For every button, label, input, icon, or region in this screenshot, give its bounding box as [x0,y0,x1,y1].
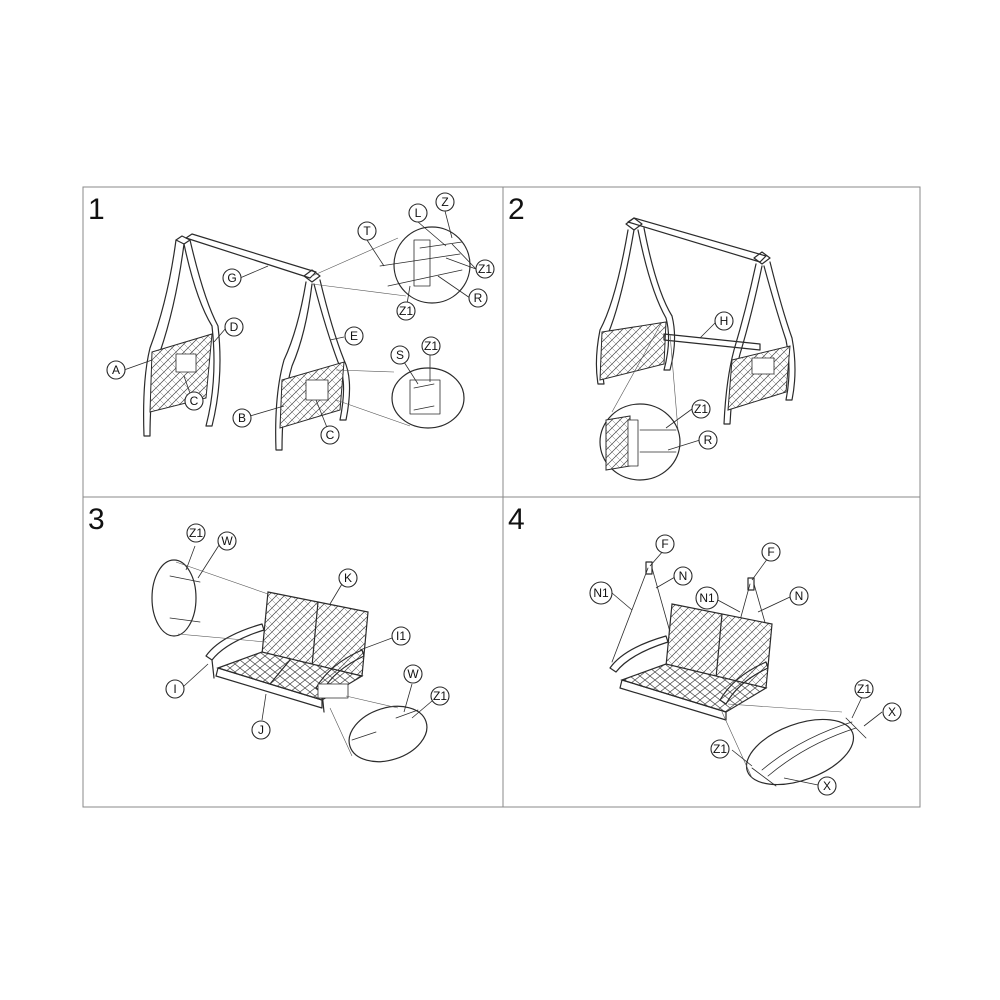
svg-text:G: G [227,271,236,285]
step-number: 2 [508,193,525,226]
callouts: Z L T Z1 R Z1 G D A C E S Z1 B C H Z1 R … [106,192,902,796]
callout-r: R [698,430,718,450]
svg-text:B: B [238,411,246,425]
svg-text:X: X [823,779,831,793]
callout-j: J [251,720,271,740]
callout-t: T [357,221,377,241]
callout-w: W [403,664,423,684]
callout-n: N [789,586,809,606]
callout-z1: Z1 [186,523,206,543]
svg-text:T: T [363,224,371,238]
svg-text:D: D [230,320,239,334]
svg-text:N: N [795,589,804,603]
svg-text:I1: I1 [396,629,406,643]
svg-text:J: J [258,723,264,737]
callout-w: W [217,531,237,551]
callout-z: Z [435,192,455,212]
svg-text:Z1: Z1 [694,402,708,416]
cross-bar [663,333,761,351]
callout-f: F [761,542,781,562]
callout-s: S [390,345,410,365]
callout-n1: N1 [695,586,719,610]
callout-l: L [408,203,428,223]
svg-text:Z1: Z1 [424,339,438,353]
callout-z1: Z1 [854,679,874,699]
panel-grid [82,186,921,808]
callout-a: A [106,360,126,380]
left-side-frame [143,235,221,437]
callout-z1: Z1 [475,259,495,279]
svg-text:R: R [704,433,713,447]
svg-text:R: R [474,291,483,305]
step-4-illustration [609,561,867,787]
svg-text:C: C [326,428,335,442]
svg-text:I: I [173,682,176,696]
callout-z1: Z1 [691,399,711,419]
callout-x: X [817,776,837,796]
svg-text:K: K [344,571,352,585]
step-number: 4 [508,503,525,536]
callout-i: I [165,679,185,699]
callout-x: X [882,702,902,722]
step-number: 1 [88,193,105,226]
svg-text:Z: Z [441,195,448,209]
svg-text:Z1: Z1 [189,526,203,540]
callout-c: C [320,425,340,445]
top-beam [185,233,317,279]
svg-text:S: S [396,348,404,362]
svg-text:Z1: Z1 [713,742,727,756]
svg-text:W: W [221,534,233,548]
step-1-illustration [143,226,471,451]
svg-text:N1: N1 [699,591,715,605]
svg-text:A: A [112,363,120,377]
callout-z1: Z1 [430,686,450,706]
callout-d: D [224,317,244,337]
svg-text:E: E [350,329,358,343]
step-number: 3 [88,503,105,536]
callout-n: N [673,566,693,586]
svg-text:F: F [661,537,668,551]
right-side-frame [275,269,351,451]
callout-r: R [468,288,488,308]
callout-z1: Z1 [421,336,441,356]
callout-b: B [232,408,252,428]
svg-text:H: H [720,314,729,328]
svg-text:W: W [407,667,419,681]
svg-text:Z1: Z1 [478,262,492,276]
callout-e: E [344,326,364,346]
svg-text:F: F [767,545,774,559]
callout-n1: N1 [589,581,613,605]
callout-z1: Z1 [710,739,730,759]
callout-c: C [184,391,204,411]
svg-text:Z1: Z1 [857,682,871,696]
step-2-illustration [595,217,796,481]
step-3-illustration [151,559,428,763]
svg-text:X: X [888,705,896,719]
callout-g: G [222,268,242,288]
svg-text:N1: N1 [593,586,609,600]
callout-f: F [655,534,675,554]
svg-text:N: N [679,569,688,583]
callout-i1: I1 [391,626,411,646]
callout-z1: Z1 [396,301,416,321]
svg-text:L: L [415,206,422,220]
callout-k: K [338,568,358,588]
svg-text:C: C [190,394,199,408]
leader-lines [123,210,883,786]
callout-h: H [714,311,734,331]
svg-text:Z1: Z1 [399,304,413,318]
svg-text:Z1: Z1 [433,689,447,703]
